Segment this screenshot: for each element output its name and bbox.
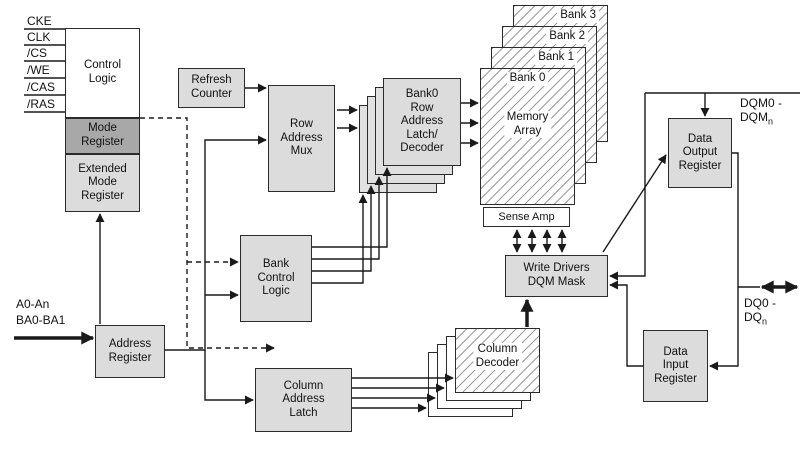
dq-line2: DQn [744, 309, 768, 327]
control-logic-box: Control Logic [65, 28, 140, 118]
column-address-latch-label: Column Address Latch [282, 379, 325, 419]
write-drivers-box: Write Drivers DQM Mask [505, 255, 608, 297]
signal-label-cas: /CAS [27, 80, 56, 94]
bank-control-logic-box: Bank Control Logic [240, 235, 312, 322]
wire-read-to-dor [602, 154, 667, 253]
column-decoder-box: Column Decoder [455, 328, 540, 393]
extended-mode-register-box: Extended Mode Register [65, 154, 140, 212]
bank1-label: Bank 1 [535, 51, 577, 65]
control-logic-label: Control Logic [83, 59, 122, 85]
address-bus-label-a: A0-An [16, 297, 50, 311]
extended-mode-register-label: Extended Mode Register [78, 162, 127, 202]
row-address-mux-label: Row Address Mux [280, 118, 323, 158]
mode-register-label: Mode Register [81, 122, 124, 148]
signal-label-we: /WE [27, 63, 50, 77]
data-input-register-label: Data Input Register [654, 345, 697, 385]
wire-addrreg-to-collatch [204, 350, 254, 405]
dq-line1: DQ0 - [744, 296, 777, 310]
signal-label-ras: /RAS [27, 97, 56, 111]
dqm-line1: DQM0 - [740, 96, 782, 110]
memory-array-label: Memory Array [503, 111, 552, 139]
column-decoder-label: Column Decoder [472, 343, 523, 371]
bank0-label: Bank 0 [506, 72, 549, 86]
refresh-counter-label: Refresh Counter [191, 74, 232, 100]
write-drivers-label: Write Drivers DQM Mask [523, 262, 590, 288]
signal-label-cs: /CS [27, 46, 48, 60]
data-input-register-box: Data Input Register [643, 330, 708, 402]
row-address-mux-box: Row Address Mux [268, 85, 335, 192]
data-output-register-label: Data Output Register [678, 132, 722, 172]
signal-label-cke: CKE [27, 14, 52, 28]
data-output-register-box: Data Output Register [668, 118, 732, 188]
dqm-bus-label: DQM0 -DQMn [740, 96, 782, 127]
sense-amp-box: Sense Amp [483, 207, 570, 227]
mode-register-box: Mode Register [65, 118, 140, 154]
wire-dqm-to-wd [609, 93, 646, 281]
sense-amp-label: Sense Amp [498, 210, 555, 223]
wire-bankctl-latch-3 [312, 185, 376, 272]
memory-bank0-layer: Bank 0 Memory Array [480, 68, 575, 205]
address-register-label: Address Register [108, 337, 152, 364]
wire-bankctl-latch-4 [312, 194, 368, 284]
bank2-label: Bank 2 [546, 30, 588, 44]
bank0-row-latch-box: Bank0 Row Address Latch/ Decoder [383, 78, 461, 166]
dq-bus-label: DQ0 -DQn [744, 296, 777, 327]
refresh-counter-box: Refresh Counter [178, 68, 245, 108]
column-address-latch-box: Column Address Latch [255, 368, 352, 432]
wire-dir-to-wd [609, 280, 643, 367]
address-register-box: Address Register [95, 325, 165, 378]
signal-label-clk: CLK [27, 30, 51, 44]
bank-control-logic-label: Bank Control Logic [257, 258, 295, 298]
address-bus-label-ba: BA0-BA1 [16, 313, 66, 327]
bank0-row-latch-label: Bank0 Row Address Latch/ Decoder [400, 88, 444, 155]
dqm-line2: DQMn [740, 109, 774, 127]
bank3-label: Bank 3 [557, 9, 599, 23]
